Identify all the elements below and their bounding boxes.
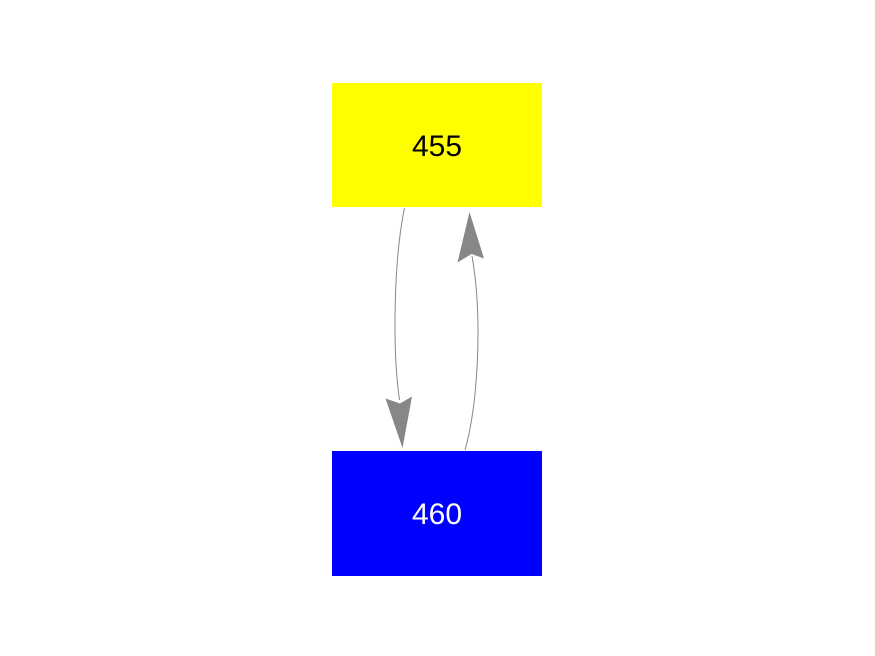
arrowhead-up-icon xyxy=(457,212,484,263)
edge-460-to-455 xyxy=(457,212,484,451)
node-455-label: 455 xyxy=(412,130,462,163)
node-460-rect xyxy=(332,451,542,576)
node-455-rect xyxy=(332,83,542,207)
arrowhead-down-icon xyxy=(385,396,412,448)
node-460-label: 460 xyxy=(412,498,462,531)
edge-460-to-455-line xyxy=(464,255,479,451)
edge-455-to-460-line xyxy=(394,207,405,401)
node-455: 455 xyxy=(332,83,542,207)
edge-455-to-460 xyxy=(385,207,412,448)
node-460: 460 xyxy=(332,451,542,576)
